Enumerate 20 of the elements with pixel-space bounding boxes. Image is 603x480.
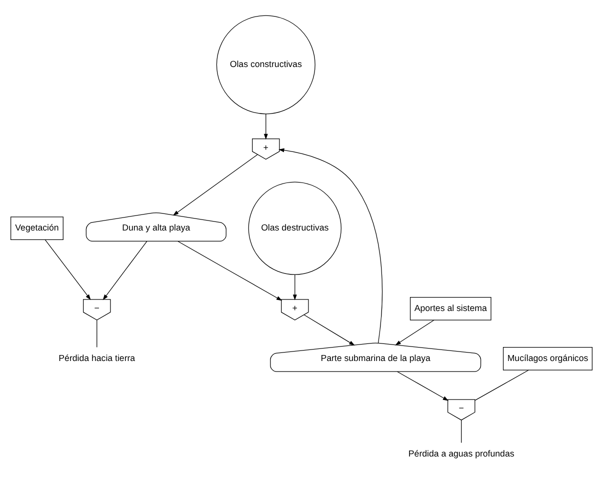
arrow [292, 274, 297, 300]
arrow [264, 113, 268, 140]
arrow [172, 154, 258, 216]
node-box: Vegetación [10, 216, 64, 240]
arrow [102, 240, 148, 300]
node-box: Aportes al sistema [410, 296, 492, 320]
arrow [44, 238, 91, 300]
connector [474, 369, 529, 400]
node-circle: Olas destructivas [248, 181, 342, 274]
node-text: Pérdida a aguas profundas [408, 448, 514, 458]
arrow [278, 148, 382, 343]
connector [96, 319, 98, 348]
node-circle: Olas constructivas [216, 14, 316, 114]
arrow [304, 314, 355, 346]
arrow [178, 240, 282, 300]
node-box: Mucílagos orgánicos [502, 346, 593, 370]
connector [461, 419, 462, 443]
arrow [395, 319, 434, 345]
arrow [396, 370, 449, 400]
node-text: Pérdida hacia tierra [58, 352, 136, 363]
